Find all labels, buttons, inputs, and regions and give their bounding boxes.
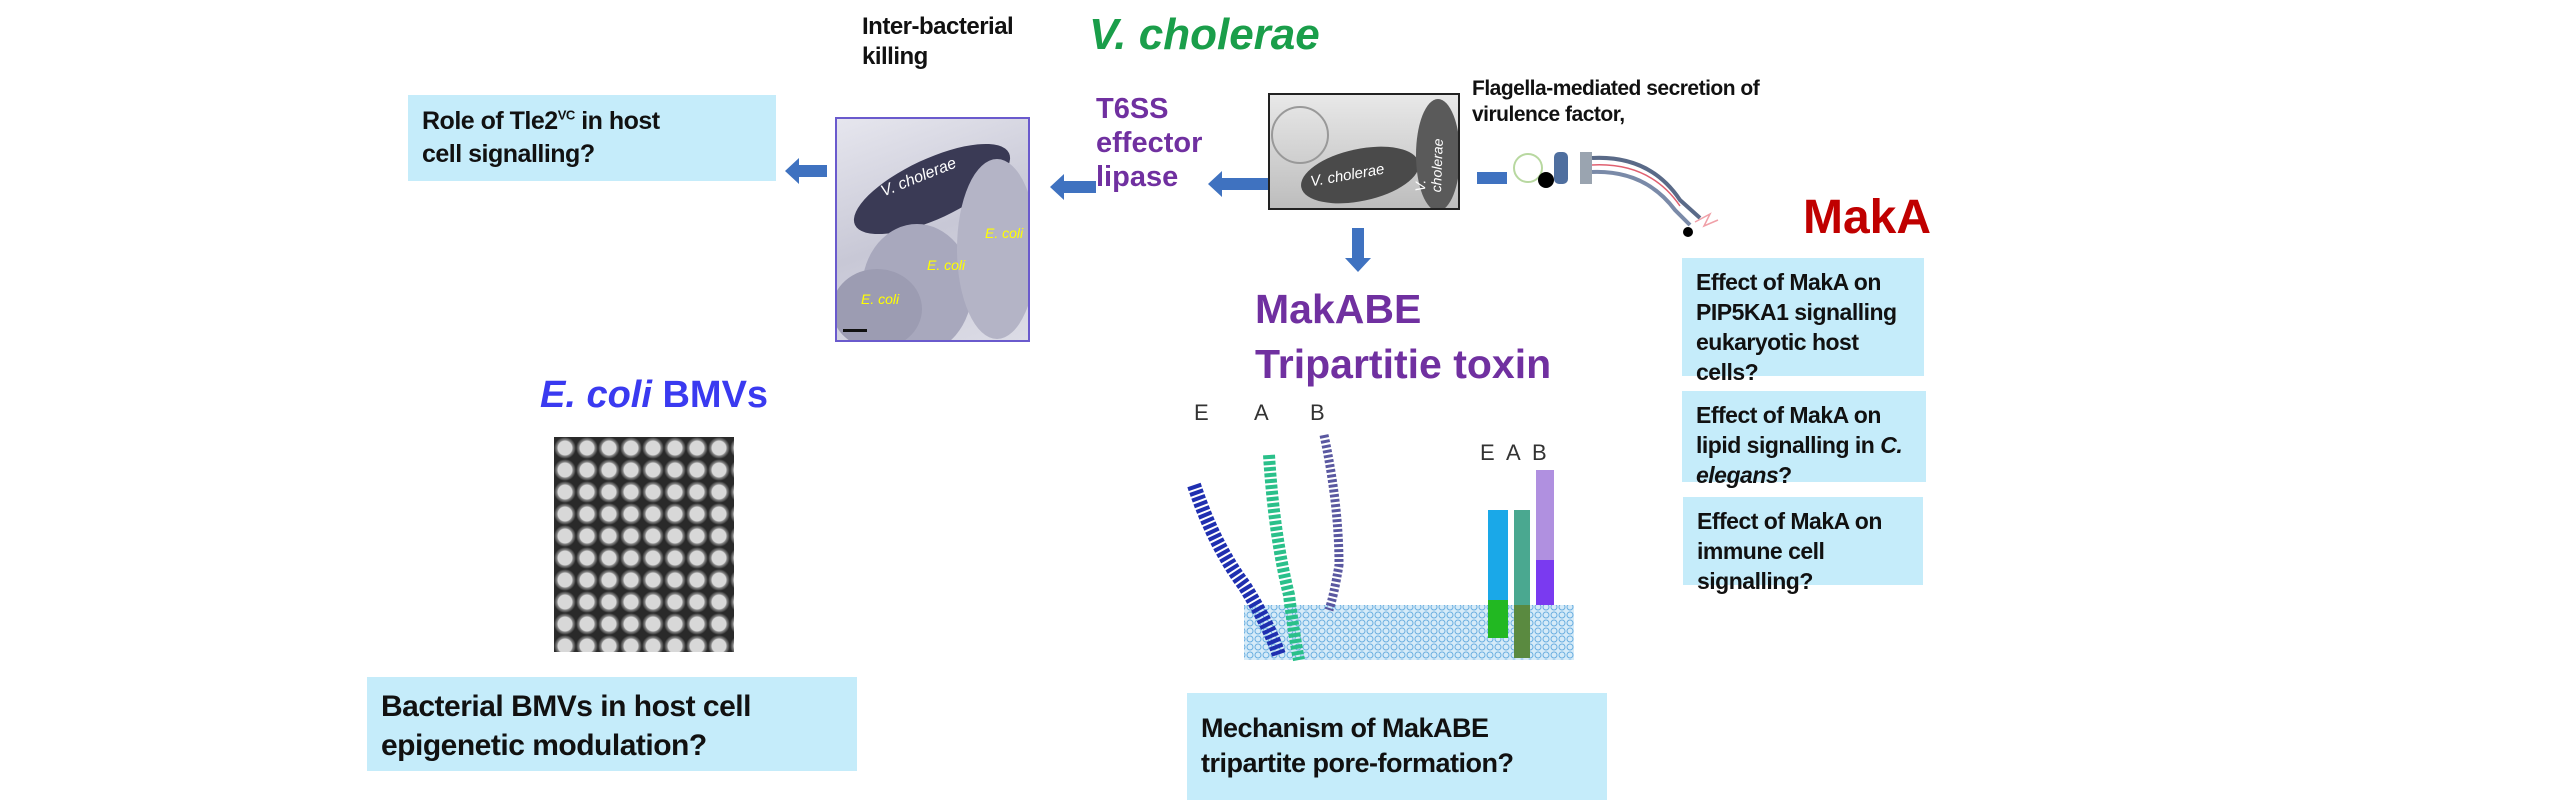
flagella-caption: Flagella-mediated secretion of virulence… [1472, 76, 1760, 129]
bmv-micrograph [554, 437, 734, 652]
box-line: Bacterial BMVs in host cell [381, 690, 751, 723]
schematic-label: B [1532, 440, 1547, 465]
flagella-secretion-graphic [1513, 152, 1719, 237]
caption-line: virulence factor, [1472, 103, 1625, 127]
box-line: tripartite pore-formation? [1201, 748, 1514, 779]
box-line: epigenetic modulation? [381, 729, 707, 762]
maka-question-box: Effect of MakA on lipid signalling in C.… [1682, 391, 1926, 488]
t6ss-line: lipase [1096, 161, 1179, 194]
schematic-label: A [1506, 440, 1521, 465]
t6ss-label: T6SS effector lipase [1096, 92, 1202, 195]
text: Effect of MakA on lipid signalling in [1696, 402, 1881, 458]
bmv-title: E. coli BMVs [540, 374, 768, 417]
text: in host [574, 107, 660, 135]
caption-line: killing [862, 43, 928, 70]
arrow-left-icon [1050, 174, 1096, 200]
maka-title: MakA [1803, 191, 1932, 244]
arrow-left-icon [785, 158, 827, 184]
arrow-right-stub-icon [1477, 172, 1507, 184]
arrow-down-icon [1345, 228, 1371, 272]
arrow-left-icon [1208, 171, 1268, 197]
text: Role of Tle2 [422, 107, 558, 135]
makabe-structure-graphic: E A B E A B [1174, 395, 1574, 690]
makabe-line: Tripartitie toxin [1255, 341, 1552, 388]
title-v-cholerae: V. cholerae [1089, 10, 1320, 59]
em-micrograph [837, 143, 1028, 340]
protein-structure-drawing [1187, 434, 1574, 662]
superscript: VC [557, 107, 576, 123]
em-micrograph [1271, 99, 1458, 208]
italic-text: E. coli [540, 374, 652, 416]
em-label: E. coli [985, 225, 1024, 241]
text: BMVs [651, 374, 769, 416]
maka-question-box: Effect of MakA on immune cell signalling… [1683, 497, 1923, 594]
bmv-question-box: Bacterial BMVs in host cell epigenetic m… [367, 677, 857, 771]
inter-bacterial-caption: Inter-bacterial killing [862, 12, 1014, 72]
t6ss-line: effector [1096, 127, 1203, 160]
makabe-question-box: Mechanism of MakABE tripartite pore-form… [1187, 693, 1607, 800]
structure-label: A [1254, 400, 1269, 425]
makabe-title: MakABE Tripartitie toxin [1255, 282, 1551, 393]
em-image-v-cholerae: V. cholerae V. cholerae [1268, 93, 1460, 210]
box-line: Role of Tle2VC in host [422, 105, 762, 138]
caption-line: Inter-bacterial [862, 13, 1014, 40]
structure-label: B [1310, 400, 1325, 425]
em-label: E. coli [861, 291, 900, 307]
em-image-inter-bacterial: V. cholerae E. coli E. coli E. coli [835, 117, 1030, 342]
t6ss-line: T6SS [1096, 93, 1169, 125]
maka-question-box: Effect of MakA on PIP5KA1 signalling euk… [1682, 258, 1924, 385]
em-label: E. coli [927, 257, 966, 273]
schematic-label: E [1480, 440, 1495, 465]
makabe-line: MakABE [1255, 286, 1422, 332]
box-line: cell signalling? [422, 139, 595, 168]
box-line: Mechanism of MakABE [1201, 713, 1489, 743]
structure-label: E [1194, 400, 1209, 425]
em-label: V. cholerae [1411, 138, 1446, 193]
text: ? [1778, 461, 1792, 488]
italic-text: C. elegans [1696, 431, 1903, 488]
tle2-question-box: Role of Tle2VC in host cell signalling? [408, 95, 776, 181]
caption-line: Flagella-mediated secretion of [1472, 77, 1760, 100]
